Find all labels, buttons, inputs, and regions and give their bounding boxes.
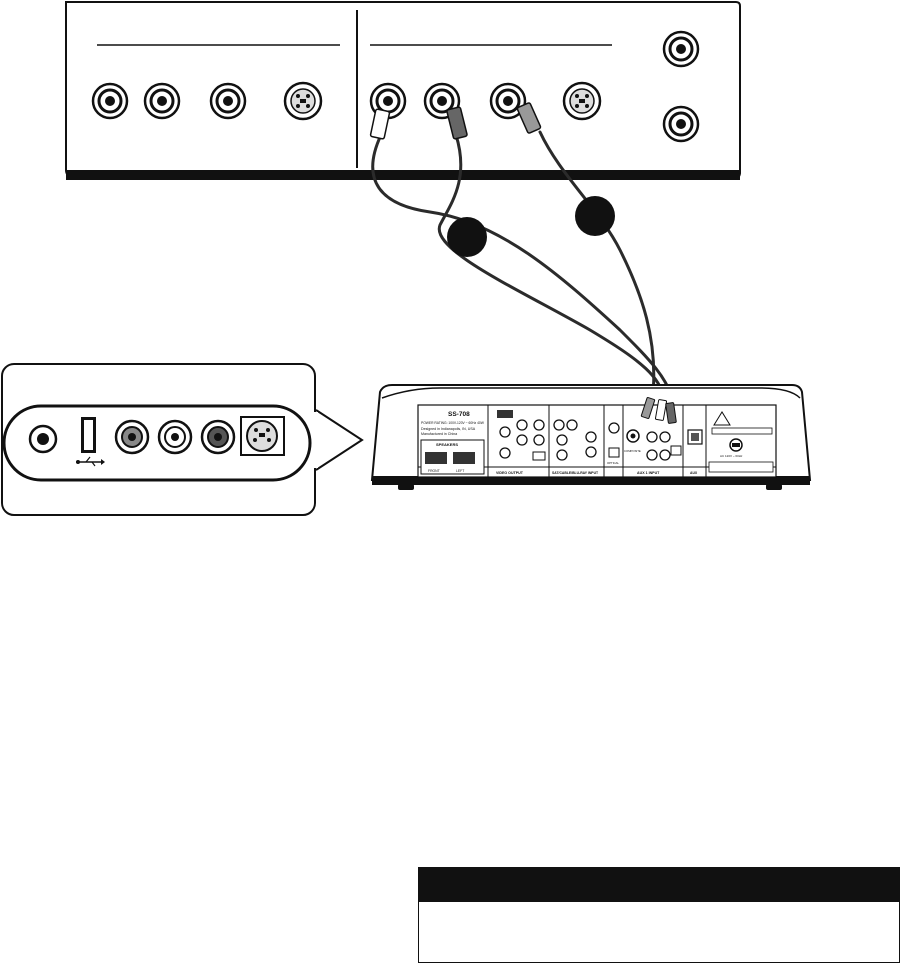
front-panel-inset xyxy=(1,363,364,516)
svideo-jack-icon xyxy=(283,81,323,121)
plug-red xyxy=(446,106,468,140)
rca-jack-icon xyxy=(157,419,193,455)
dc-jack-icon xyxy=(28,424,58,454)
sat-cable-input-label: SAT/CABLE/BLU-RAY INPUT xyxy=(552,471,599,475)
manufactured-label: Manufactured in China xyxy=(421,432,457,436)
rca-jack-icon xyxy=(489,82,527,120)
speakers-label: SPEAKERS xyxy=(436,442,458,447)
optical-label: OPTICAL xyxy=(607,461,619,465)
cable-video xyxy=(538,130,656,406)
note-box xyxy=(418,867,900,963)
voltage-label: AC 120V ~ 60Hz xyxy=(720,454,743,458)
plug-white xyxy=(369,108,391,140)
rca-jack-icon xyxy=(662,105,700,143)
rating-label: POWER RATING: 100V-120V ~ 60Hz 40W xyxy=(421,421,485,425)
usb-icon xyxy=(76,417,105,467)
note-body xyxy=(419,902,899,918)
rca-jack-icon xyxy=(114,419,150,455)
cables xyxy=(371,130,676,406)
aux1-input-label: AUX 1 INPUT xyxy=(637,471,660,475)
composite-label: COMPOSITE xyxy=(624,449,641,453)
rca-jack-icon xyxy=(209,82,247,120)
tv-back-panel xyxy=(65,1,741,180)
designed-label: Designed in Indianapolis, IN, USA xyxy=(421,427,476,431)
rca-jack-icon xyxy=(200,419,236,455)
svideo-jack-icon xyxy=(240,416,285,456)
video-output-label: VIDEO OUTPUT xyxy=(496,471,524,475)
callout-marker-icon xyxy=(447,217,487,257)
receiver-unit: SS-708 POWER RATING: 100V-120V ~ 60Hz 40… xyxy=(370,384,812,490)
model-label: SS-708 xyxy=(448,411,470,418)
note-header xyxy=(419,868,899,902)
rca-jack-icon xyxy=(662,30,700,68)
plug-yellow xyxy=(516,102,542,134)
aux-label: AUX xyxy=(690,471,698,475)
callout-marker-icon xyxy=(575,196,615,236)
front-label: FRONT xyxy=(428,469,440,473)
rca-jack-icon xyxy=(143,82,181,120)
cable-audio-right xyxy=(437,133,666,406)
cable-audio-left xyxy=(371,133,676,406)
svideo-jack-icon xyxy=(562,81,602,121)
left-label: LEFT xyxy=(456,469,464,473)
rca-jack-icon xyxy=(91,82,129,120)
